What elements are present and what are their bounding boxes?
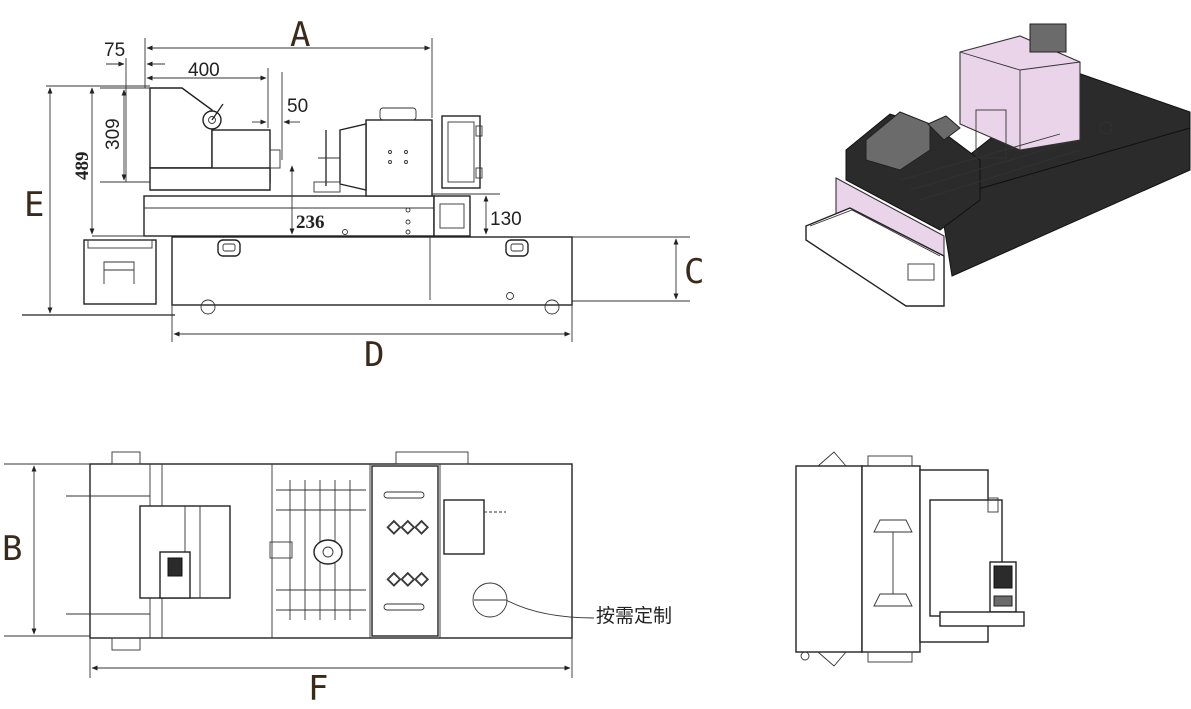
dim-label-D: D xyxy=(364,335,384,375)
dim-value-400: 400 xyxy=(188,60,220,81)
dim-label-B: B xyxy=(2,529,22,569)
dim-value-75: 75 xyxy=(104,40,125,61)
custom-port-circle xyxy=(472,582,508,618)
end-side-view xyxy=(795,451,1025,667)
front-elevation-view: A 75 400 50 309 489 E 236 130 xyxy=(22,15,704,375)
dim-label-E: E xyxy=(24,185,44,225)
isometric-view xyxy=(805,23,1191,307)
plan-grid xyxy=(269,480,366,620)
top-plan-view: ◇◇◇ ◇◇◇ 按需定制 B F xyxy=(2,451,672,709)
hopper xyxy=(149,87,213,169)
chip-box xyxy=(83,239,157,305)
dim-value-130: 130 xyxy=(490,209,522,230)
dim-label-A: A xyxy=(290,15,310,55)
custom-annotation: 按需定制 xyxy=(596,605,672,627)
dim-label-F: F xyxy=(308,669,328,709)
dim-value-489: 489 xyxy=(72,152,93,181)
dim-value-309: 309 xyxy=(103,118,124,150)
motor-housing xyxy=(365,119,433,197)
svg-text:◇◇◇: ◇◇◇ xyxy=(387,516,429,537)
svg-text:◇◇◇: ◇◇◇ xyxy=(387,568,429,589)
dim-value-50: 50 xyxy=(287,96,308,117)
dim-label-C: C xyxy=(684,252,704,292)
dim-value-236: 236 xyxy=(296,212,325,233)
base-plate xyxy=(143,195,435,237)
